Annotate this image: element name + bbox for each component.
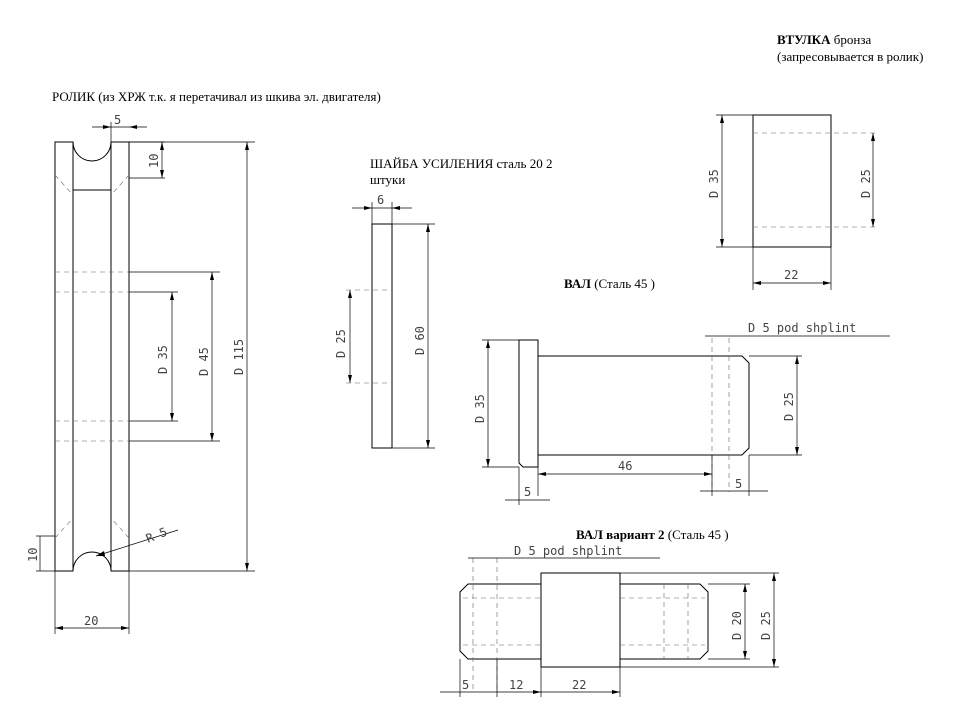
roller-dim-5: 5 <box>114 113 121 127</box>
roller-dim-d115: D 115 <box>232 339 246 375</box>
shaft2-dim-d25: D 25 <box>759 611 773 640</box>
washer-dim-6: 6 <box>377 193 384 207</box>
washer-title: ШАЙБА УСИЛЕНИЯ сталь 20 2 <box>370 156 553 171</box>
bushing-dim-22: 22 <box>784 268 798 282</box>
bushing-title-rest: бронза <box>830 32 872 47</box>
shaft2-dim-d20: D 20 <box>730 611 744 640</box>
shaft-dim-5-end: 5 <box>735 477 742 491</box>
washer-drawing: 6 D 25 D 60 <box>334 193 435 449</box>
roller-dim-10-top: 10 <box>147 154 161 168</box>
bushing-drawing: D 35 D 25 22 <box>707 114 878 290</box>
bushing-dim-d25: D 25 <box>859 169 873 198</box>
roller-dim-20: 20 <box>84 614 98 628</box>
bushing-title: ВТУЛКА бронза <box>777 32 871 48</box>
dimension-arrows <box>55 115 875 694</box>
shaft-dim-d25: D 25 <box>782 392 796 421</box>
shaft-title-rest: (Сталь 45 ) <box>590 276 655 291</box>
bushing-title-bold: ВТУЛКА <box>777 32 831 47</box>
shaft2-title: ВАЛ вариант 2 (Сталь 45 ) <box>576 527 729 543</box>
shaft-dim-46: 46 <box>618 459 632 473</box>
shaft-dim-d35: D 35 <box>473 394 487 423</box>
shaft2-title-rest: (Сталь 45 ) <box>664 527 729 542</box>
shaft2-dim-12: 12 <box>509 678 523 692</box>
shaft2-title-bold: ВАЛ вариант 2 <box>576 527 665 542</box>
shaft-dim-5-head: 5 <box>524 485 531 499</box>
roller-dim-r5: R 5 <box>144 525 169 546</box>
roller-drawing: 5 10 D 35 D 45 D 115 R 5 10 20 <box>26 113 255 634</box>
roller-dim-d45: D 45 <box>197 347 211 376</box>
washer-dim-d60: D 60 <box>413 326 427 355</box>
shaft2-dim-pin: D 5 pod shplint <box>514 544 622 558</box>
shaft-title: ВАЛ (Сталь 45 ) <box>564 276 655 292</box>
shaft2-drawing: D 5 pod shplint D 20 D 25 5 12 22 <box>440 544 779 697</box>
shaft-dim-pin: D 5 pod shplint <box>748 321 856 335</box>
shaft-title-bold: ВАЛ <box>564 276 591 291</box>
roller-dim-d35: D 35 <box>156 345 170 374</box>
roller-title: РОЛИК (из ХРЖ т.к. я перетачивал из шкив… <box>52 89 381 104</box>
shaft2-dim-22: 22 <box>572 678 586 692</box>
shaft-drawing: D 5 pod shplint D 35 D 25 46 5 5 <box>473 321 890 505</box>
bushing-dim-d35: D 35 <box>707 169 721 198</box>
bushing-note: (запресовывается в ролик) <box>777 49 924 64</box>
roller-dim-10-bottom: 10 <box>26 548 40 562</box>
shaft2-dim-5: 5 <box>462 678 469 692</box>
washer-title-line2: штуки <box>370 172 406 187</box>
washer-dim-d25: D 25 <box>334 329 348 358</box>
